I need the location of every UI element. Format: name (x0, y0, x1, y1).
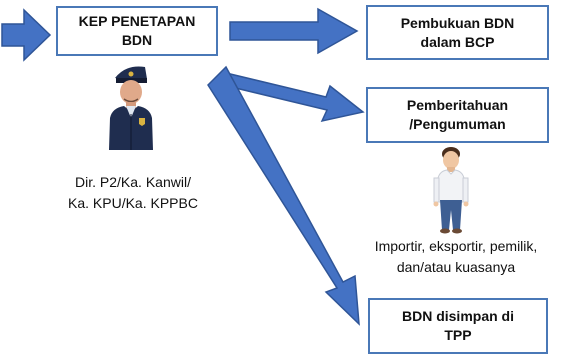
kep-penetapan-line1: KEP PENETAPAN (78, 13, 196, 29)
officials-line1: Dir. P2/Ka. Kanwil/ (75, 174, 191, 190)
pemberitahuan-line2: /Pengumuman (409, 116, 506, 132)
arrow-to-pemberitahuan (221, 71, 365, 123)
officials-caption: Dir. P2/Ka. Kanwil/ Ka. KPU/Ka. KPPBC (45, 172, 221, 214)
pemberitahuan-line1: Pemberitahuan (406, 97, 509, 113)
parties-line1: Importir, eksportir, pemilik, (374, 238, 538, 254)
disimpan-line1: BDN disimpan di (401, 308, 514, 324)
parties-caption: Importir, eksportir, pemilik, dan/atau k… (352, 236, 560, 278)
arrow-to-disimpan (207, 65, 360, 326)
kep-penetapan-line2: BDN (121, 32, 153, 48)
disimpan-line2: TPP (444, 327, 472, 343)
pemberitahuan-box: Pemberitahuan /Pengumuman (366, 87, 549, 143)
pembukuan-box: Pembukuan BDN dalam BCP (366, 5, 549, 60)
person-icon (433, 147, 469, 234)
pembukuan-line2: dalam BCP (420, 33, 495, 50)
kep-penetapan-box: KEP PENETAPAN BDN (56, 6, 218, 56)
disimpan-box: BDN disimpan di TPP (368, 298, 548, 354)
arrow-to-pembukuan (229, 7, 359, 55)
parties-line2: dan/atau kuasanya (396, 259, 516, 275)
police-officer-icon (109, 66, 153, 150)
officials-line2: Ka. KPU/Ka. KPPBC (68, 195, 198, 211)
pembukuan-line1: Pembukuan BDN (400, 14, 515, 31)
arrow-into-kep (1, 8, 52, 62)
